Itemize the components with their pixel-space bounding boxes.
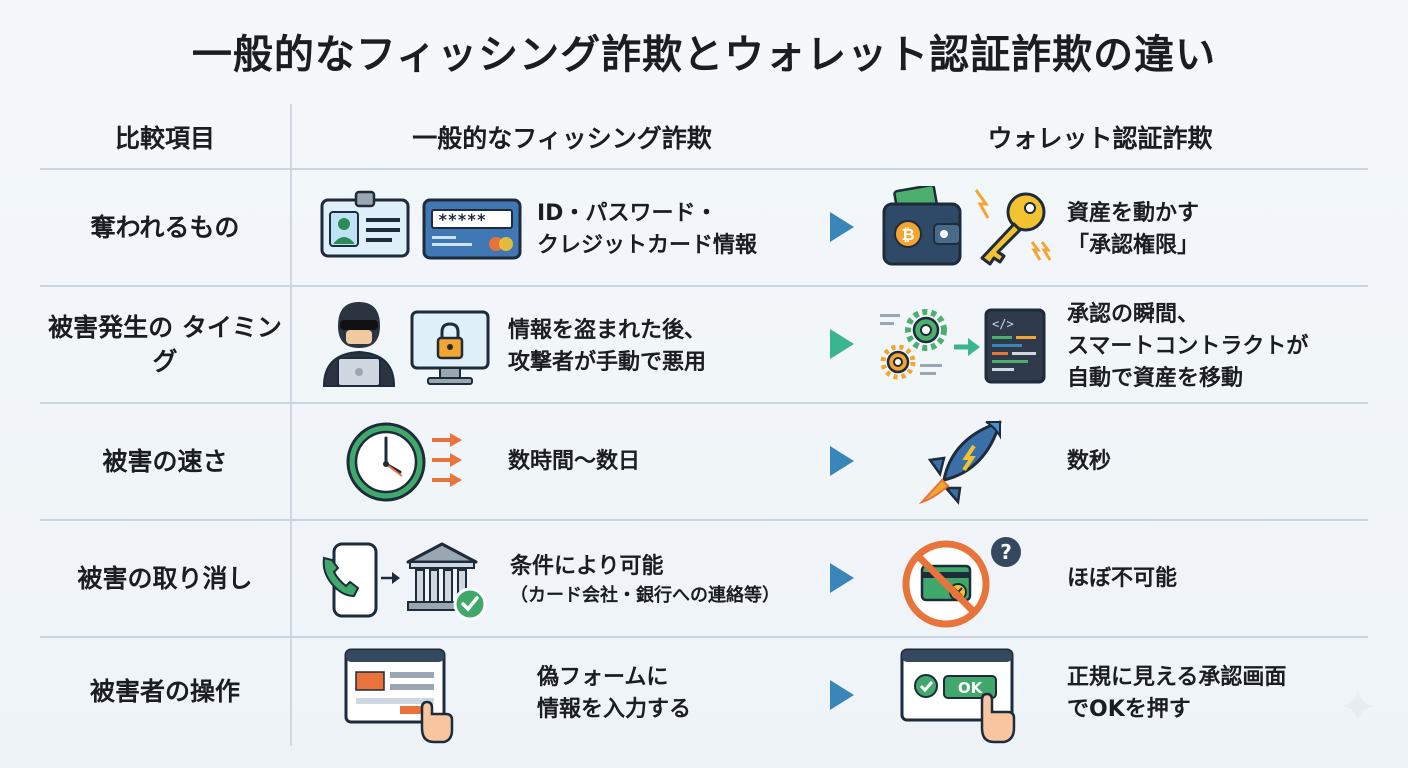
- row-divider: [40, 168, 1368, 170]
- arrow-right-icon: [830, 680, 854, 710]
- small-arrow-icon: [952, 336, 982, 358]
- clock-icon: [344, 420, 428, 504]
- row-divider: [40, 519, 1368, 521]
- wallet-victim-action-text: 正規に見える承認画面 でOKを押す: [1067, 665, 1287, 722]
- row-label-victim-action: 被害者の操作: [89, 677, 240, 707]
- ok-button-label: OK: [958, 679, 984, 697]
- row-divider: [40, 285, 1368, 287]
- phishing-stolen-text: ID・パスワード・ クレジットカード情報: [537, 201, 758, 258]
- phone-icon: [320, 542, 378, 618]
- wallet-timing-text: 承認の瞬間、 スマートコントラクトが 自動で資産を移動: [1067, 302, 1309, 391]
- sparkle-icon: [1340, 688, 1376, 724]
- comparison-table: 比較項目 一般的なフィッシング詐欺 ウォレット認証詐欺 奪われるもの *****: [40, 104, 1368, 746]
- row-divider: [40, 636, 1368, 638]
- row-label-speed: 被害の速さ: [102, 446, 228, 476]
- prohibited-card-icon: ?: [900, 532, 1030, 628]
- fake-form-icon: [344, 648, 454, 744]
- header-phishing: 一般的なフィッシング詐欺: [412, 124, 712, 153]
- credit-card-icon: *****: [422, 198, 522, 260]
- key-icon: [972, 186, 1052, 268]
- phishing-reversal-text: 条件により可能: [510, 554, 664, 579]
- column-divider: [290, 104, 292, 746]
- phishing-victim-action-text: 偽フォームに 情報を入力する: [537, 665, 692, 722]
- question-icon: ?: [1000, 540, 1012, 564]
- row-label-timing: 被害発生の タイミング: [48, 312, 282, 376]
- arrow-right-icon: [830, 446, 854, 476]
- code-window-icon: </>: [984, 308, 1046, 384]
- wallet-icon: ₿: [882, 186, 962, 268]
- phishing-speed-text: 数時間〜数日: [508, 449, 641, 475]
- code-tag: </>: [992, 317, 1014, 331]
- page-title: 一般的なフィッシング詐欺とウォレット認証詐欺の違い: [191, 32, 1217, 78]
- row-divider: [40, 402, 1368, 404]
- id-card-icon: [320, 190, 410, 260]
- header-comparison-item: 比較項目: [114, 124, 215, 153]
- wallet-stolen-text: 資産を動かす 「承認権限」: [1067, 201, 1200, 258]
- wallet-speed-text: 数秒: [1067, 449, 1112, 475]
- phishing-reversal-note: （カード会社・銀行への連絡等）: [510, 584, 780, 606]
- gears-icon: [876, 304, 956, 386]
- header-wallet-scam: ウォレット認証詐欺: [987, 124, 1213, 153]
- rocket-icon: [916, 418, 1006, 508]
- small-arrow-icon: [380, 570, 402, 586]
- phishing-timing-text: 情報を盗まれた後、 攻撃者が手動で悪用: [508, 318, 707, 375]
- locked-monitor-icon: [410, 310, 490, 390]
- arrow-right-icon: [830, 212, 854, 242]
- bank-icon: [404, 540, 486, 622]
- arrow-right-icon: [830, 563, 854, 593]
- wallet-reversal-text: ほぼ不可能: [1067, 566, 1178, 592]
- approve-screen-icon: OK: [900, 648, 1020, 744]
- row-label-stolen: 奪われるもの: [90, 212, 240, 242]
- password-mask: *****: [438, 210, 486, 229]
- fast-arrows-icon: [430, 430, 466, 490]
- arrow-right-icon: [830, 329, 854, 359]
- row-label-reversal: 被害の取り消し: [77, 563, 253, 593]
- hacker-icon: [316, 296, 402, 388]
- svg-text:₿: ₿: [901, 225, 914, 244]
